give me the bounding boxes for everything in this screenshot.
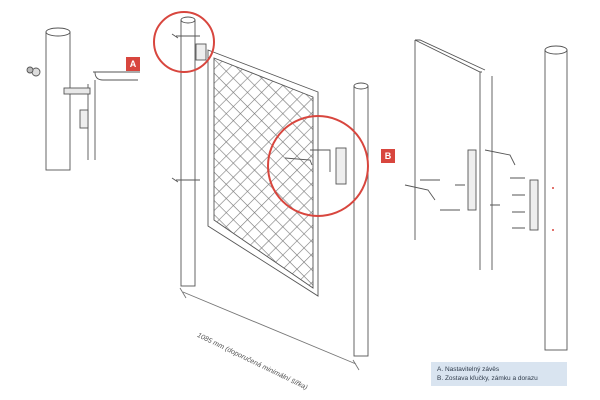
left-hinge-detail xyxy=(26,27,140,171)
left-gate-post xyxy=(180,19,196,287)
inner-handle xyxy=(484,149,516,166)
gate-mesh xyxy=(213,57,314,289)
left-detail-post xyxy=(45,31,71,171)
upper-hinge xyxy=(171,33,200,39)
left-detail-gate-frame xyxy=(87,71,138,160)
lower-hinge xyxy=(171,177,200,183)
hinge-bolt xyxy=(63,87,91,95)
legend-box: A. Nastavitelný závěs B. Zostava kľučky,… xyxy=(431,362,567,386)
right-detail-post xyxy=(544,49,568,351)
gate-stop xyxy=(529,179,539,231)
callout-circle-b xyxy=(267,115,369,217)
lock-body xyxy=(467,149,477,211)
gate-center xyxy=(171,16,369,371)
callout-label-a: A xyxy=(126,57,140,71)
legend-item-a: A. Nastavitelný závěs xyxy=(437,366,500,373)
legend-item-b: B. Zostava kľučky, zámku a dorazu xyxy=(437,375,538,382)
lock-screws xyxy=(440,184,500,211)
dimension-line xyxy=(179,287,360,371)
right-gate-post xyxy=(353,85,369,357)
right-lock-detail xyxy=(404,39,568,351)
right-detail-gate-frame xyxy=(414,39,493,270)
outer-handle xyxy=(404,179,440,201)
callout-circle-a xyxy=(153,11,215,73)
latch-handle xyxy=(284,149,331,172)
callout-label-b: B xyxy=(381,149,395,163)
